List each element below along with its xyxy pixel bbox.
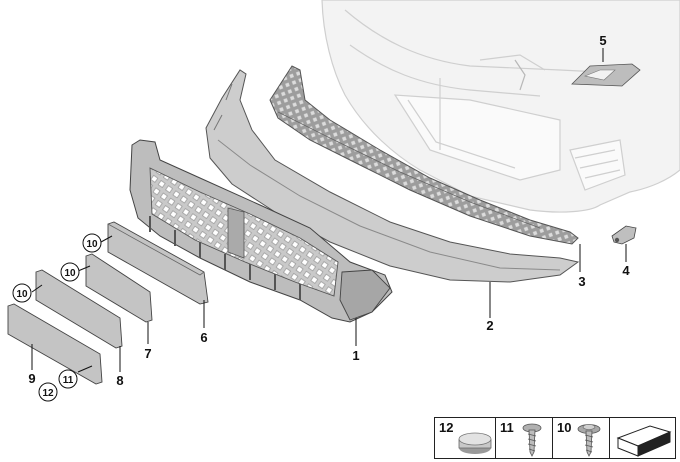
svg-text:10: 10 bbox=[64, 268, 76, 279]
callout-1: 1 bbox=[352, 348, 359, 363]
circled-callout-10a: 10 bbox=[82, 233, 102, 253]
part-5-bracket bbox=[571, 63, 641, 87]
callout-3: 3 bbox=[578, 274, 585, 289]
legend-item-wedge bbox=[609, 417, 676, 459]
callout-7: 7 bbox=[144, 346, 151, 361]
bolt-washer-icon bbox=[577, 424, 601, 457]
circled-callout-10c: 10 bbox=[12, 283, 32, 303]
part-6-trim-plate bbox=[107, 221, 209, 305]
circled-callout-10b: 10 bbox=[60, 262, 80, 282]
part-8-plate bbox=[35, 269, 123, 349]
svg-text:11: 11 bbox=[63, 375, 74, 386]
screw-icon bbox=[522, 423, 542, 457]
legend-number-11: 11 bbox=[500, 420, 514, 435]
svg-text:10: 10 bbox=[86, 239, 98, 250]
svg-text:12: 12 bbox=[42, 388, 54, 399]
legend-item-11: 11 bbox=[495, 417, 553, 459]
legend-item-10: 10 bbox=[552, 417, 610, 459]
part-9-plate bbox=[7, 303, 103, 385]
part-7-plate bbox=[85, 253, 153, 323]
part-1-lower-grille bbox=[129, 139, 393, 323]
svg-text:10: 10 bbox=[16, 289, 28, 300]
callout-2: 2 bbox=[486, 318, 493, 333]
circled-callout-11: 11 bbox=[58, 369, 78, 389]
wedge-symbol-icon bbox=[616, 425, 672, 457]
callout-5: 5 bbox=[599, 33, 606, 48]
leader-lines bbox=[31, 48, 627, 373]
part-4-clip bbox=[611, 225, 637, 245]
circled-callout-12: 12 bbox=[38, 382, 58, 402]
part-3-grille-strip bbox=[269, 65, 579, 245]
callout-8: 8 bbox=[116, 373, 123, 388]
legend-number-10: 10 bbox=[557, 420, 572, 435]
callout-9: 9 bbox=[28, 371, 35, 386]
legend-item-12: 12 bbox=[434, 417, 496, 459]
cap-icon bbox=[458, 432, 492, 454]
callout-6: 6 bbox=[200, 330, 207, 345]
callout-4: 4 bbox=[622, 263, 630, 278]
legend-number-12: 12 bbox=[439, 420, 454, 435]
front-bumper-ghost bbox=[321, 0, 680, 213]
